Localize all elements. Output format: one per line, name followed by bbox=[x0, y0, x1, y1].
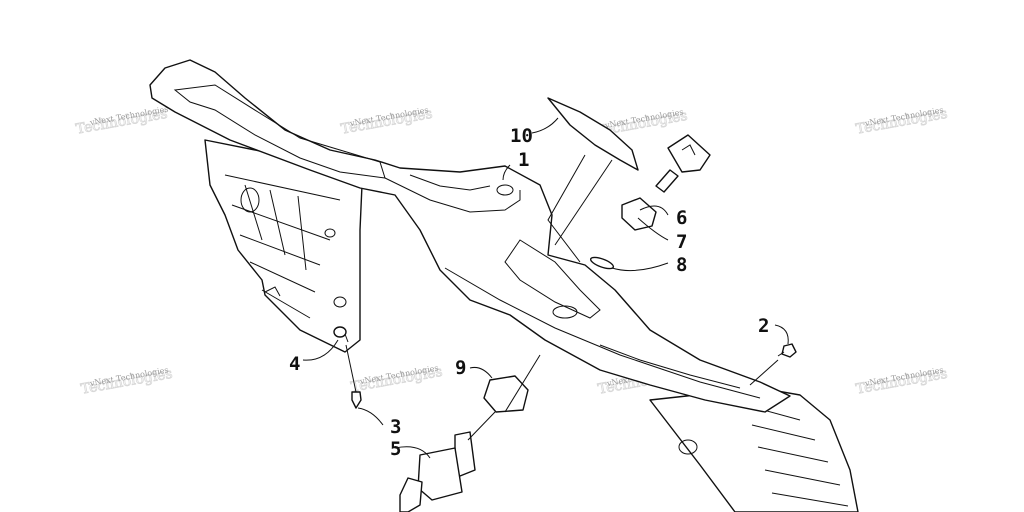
callout-1: 1 bbox=[518, 149, 529, 171]
watermark-stamp: Technologies vNext Technologies bbox=[79, 365, 174, 398]
callout-10: 10 bbox=[510, 125, 533, 147]
callout-7: 7 bbox=[676, 231, 687, 253]
callout-labels: 10 1 6 7 8 2 4 9 3 5 bbox=[289, 125, 769, 460]
callout-9: 9 bbox=[455, 357, 466, 379]
ignition-key-part-6 bbox=[655, 134, 711, 193]
bushing-part-9 bbox=[483, 375, 529, 413]
callout-5: 5 bbox=[390, 438, 401, 460]
watermark-stamp: Technologies vNext Technologies bbox=[349, 363, 444, 396]
key-cap-part-7 bbox=[621, 197, 657, 231]
hood-pod-assembly bbox=[149, 59, 791, 413]
switch-part-5 bbox=[399, 431, 476, 512]
screw-part-3 bbox=[351, 391, 362, 409]
watermark-stamp: Technologies vNext Technologies bbox=[854, 105, 949, 138]
grommet-part-4 bbox=[333, 326, 349, 343]
watermark-stamp: Technologies vNext Technologies bbox=[74, 105, 169, 139]
callout-8: 8 bbox=[676, 254, 687, 276]
callout-4: 4 bbox=[289, 353, 300, 375]
watermark-stamp: Technologies vNext Technologies bbox=[854, 365, 949, 398]
callout-3: 3 bbox=[390, 416, 401, 438]
watermark-stamp: Technologies vNext Technologies bbox=[339, 105, 434, 138]
o-ring-part-8 bbox=[589, 256, 615, 270]
callout-6: 6 bbox=[676, 207, 687, 229]
screw-part-2 bbox=[777, 343, 797, 358]
decal-part-10 bbox=[547, 97, 639, 171]
leader-lines bbox=[302, 117, 789, 459]
callout-2: 2 bbox=[758, 315, 769, 337]
